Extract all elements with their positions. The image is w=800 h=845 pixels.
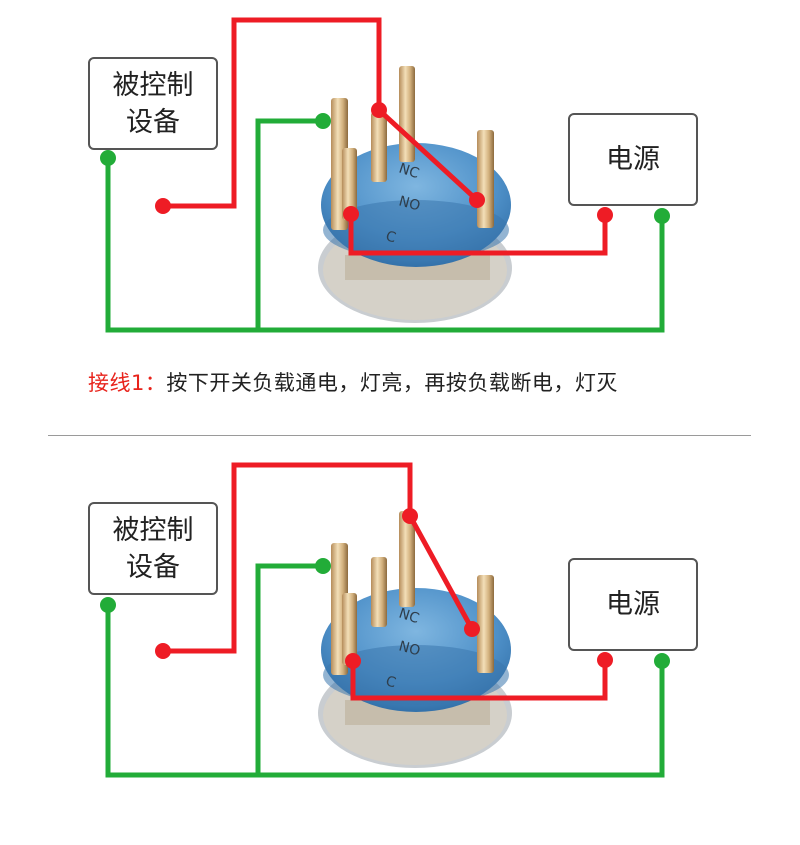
- green-wire-to-no-pin: [255, 118, 326, 333]
- terminal-label-nc: NC: [397, 161, 421, 183]
- red-wire-c-to-power: [348, 211, 608, 256]
- terminal-label-c: C: [384, 228, 398, 246]
- wire-junction-dots: [100, 102, 670, 224]
- power-source-label: 电源: [606, 589, 660, 620]
- controlled-device-label: 被控制设备: [112, 514, 194, 583]
- push-switch: NC NO C: [318, 511, 512, 768]
- green-wire-device-to-power: [105, 155, 665, 333]
- controlled-device-box: 被控制设备: [88, 502, 218, 595]
- red-wire-device-to-nc: [160, 17, 481, 209]
- red-wire-c-to-power: [350, 657, 608, 701]
- section-divider: [48, 435, 751, 436]
- terminal-label-no: NO: [397, 193, 422, 214]
- red-wire-device-to-no: [160, 462, 476, 654]
- wiring-panel-1: NC NO C 被控: [0, 0, 800, 400]
- terminal-label-c: C: [384, 673, 398, 691]
- controlled-device-label: 被控制设备: [112, 69, 194, 138]
- wiring-panel-2: NC NO C 被控: [0, 445, 800, 845]
- green-wire-device-to-power: [105, 602, 665, 778]
- caption-text: 按下开关负载通电，灯亮，再按负载断电，灯灭: [166, 371, 618, 395]
- terminal-pins: [331, 66, 494, 230]
- terminal-label-nc: NC: [397, 606, 421, 628]
- power-source-box: 电源: [568, 113, 698, 206]
- wire-junction-dots: [100, 508, 670, 669]
- terminal-pins: [331, 511, 494, 675]
- controlled-device-box: 被控制设备: [88, 57, 218, 150]
- terminal-label-no: NO: [397, 638, 422, 659]
- wiring-diagram-2: NC NO C: [100, 462, 670, 778]
- power-source-label: 电源: [606, 144, 660, 175]
- power-source-box: 电源: [568, 558, 698, 651]
- wiring-caption: 接线1：按下开关负载通电，灯亮，再按负载断电，灯灭: [88, 367, 618, 397]
- push-switch: NC NO C: [318, 66, 512, 323]
- caption-label: 接线1：: [88, 371, 167, 395]
- green-wire-to-no-pin: [255, 563, 326, 778]
- wiring-diagram-1: NC NO C: [100, 17, 670, 333]
